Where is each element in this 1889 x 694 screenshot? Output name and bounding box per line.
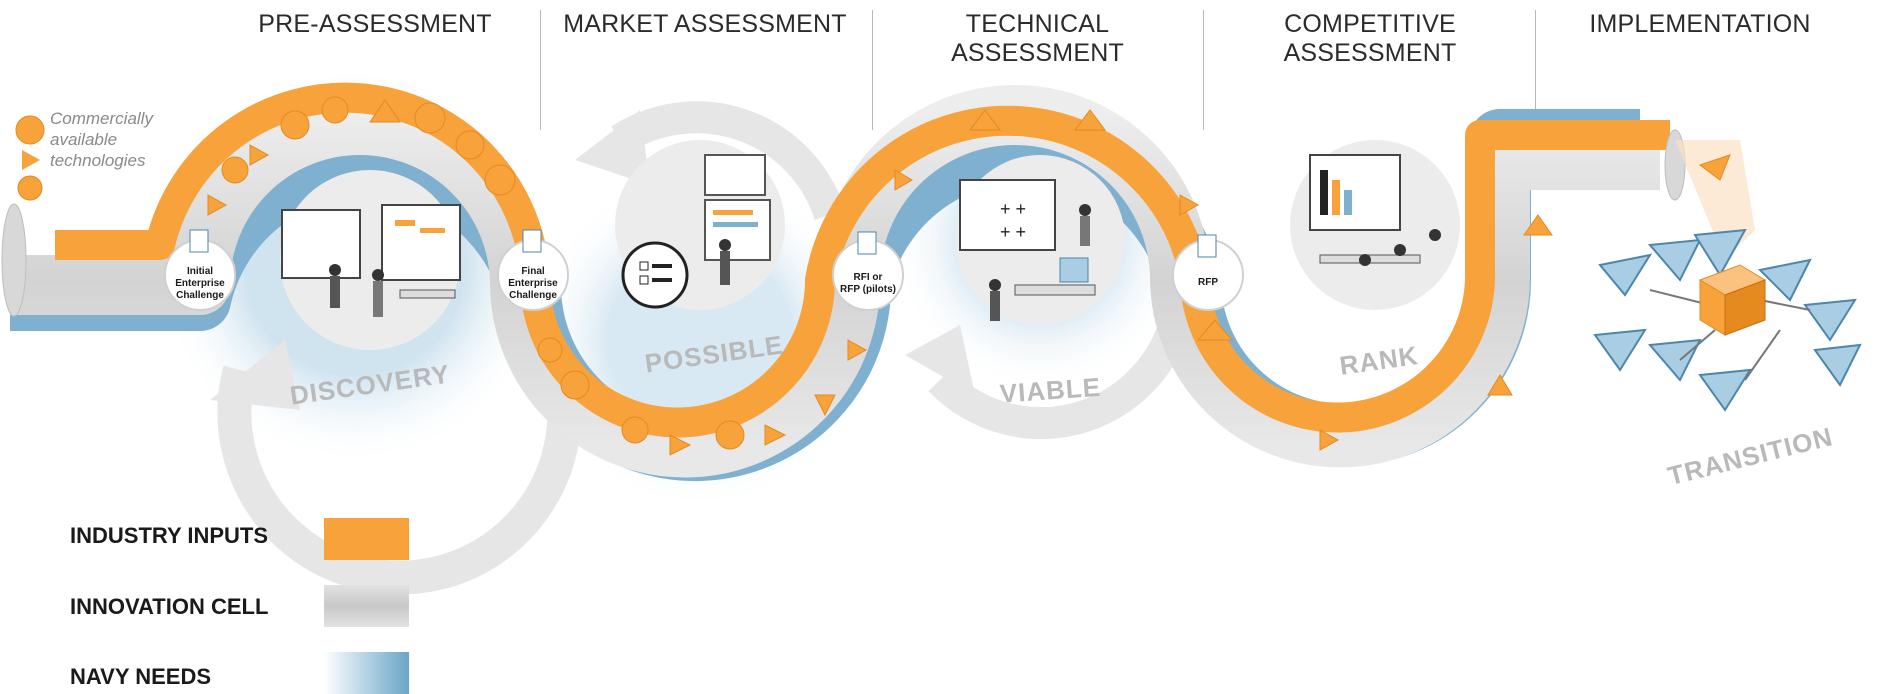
phase-header-market-assessment: MARKET ASSESSMENT [563,10,847,38]
node-label-line: RFP (pilots) [840,284,896,295]
phase-header-technical-assessment: TECHNICAL ASSESSMENT [951,10,1124,67]
loop-arrowhead [210,340,300,410]
node-final-enterprise-challenge: Final Enterprise Challenge [497,229,569,311]
commercial-note-line: technologies [50,151,146,170]
node-rfp: RFP [1172,234,1244,311]
node-label-line: Initial [187,266,213,277]
node-label-line: Final [521,266,545,277]
phase-divider [1535,10,1536,130]
stage-label-rank: RANK [1338,340,1421,381]
commercial-note-line: Commercially [50,109,153,128]
pipe-end-left [1,203,27,317]
commercial-note: Commercially available technologies [50,108,153,171]
node-label-line: Enterprise [508,278,558,289]
node-label-line: RFP [1198,277,1218,288]
rank-scene-icon [1309,154,1441,266]
commercial-triangle-icon [22,150,40,170]
node-label-line: Enterprise [175,278,225,289]
stage-label-transition: TRANSITION [1665,421,1836,491]
phase-divider [1203,10,1204,130]
svg-text:+ +: + + [1000,222,1026,242]
loop-arrowhead [905,325,975,395]
node-label-line: Challenge [176,290,224,301]
transition-network-icon [1593,228,1862,412]
transition-cube-icon [1698,264,1767,336]
node-label-line: Challenge [509,290,557,301]
node-label-line: RFI or [854,272,883,283]
legend-swatch-industry-inputs [324,518,409,560]
phase-divider [540,10,541,130]
stage-label-viable: VIABLE [999,372,1102,409]
phase-divider [872,10,873,130]
discovery-scene-icon [281,204,461,317]
commercial-token-icon [17,175,43,201]
phase-header-pre-assessment: PRE-ASSESSMENT [258,10,492,38]
node-initial-enterprise-challenge: Initial Enterprise Challenge [164,229,236,311]
legend-swatch-innovation-cell [324,585,409,627]
loop-arrow-possible [611,101,846,221]
phase-header-implementation: IMPLEMENTATION [1589,10,1811,38]
commercial-token-icon [15,115,45,145]
legend-label-industry-inputs: INDUSTRY INPUTS [70,523,269,548]
viable-scene-icon: + + + + [959,179,1096,321]
phase-header-competitive-assessment: COMPETITIVE ASSESSMENT [1283,10,1457,67]
node-rfi-or-rfp-pilots: RFI or RFP (pilots) [832,231,904,311]
technology-tokens [207,96,1731,456]
legend-swatch-navy-needs [324,652,409,694]
commercial-note-line: available [50,130,118,149]
legend-label-innovation-cell: INNOVATION CELL [70,594,269,619]
possible-scene-icon [621,154,771,309]
legend-label-navy-needs: NAVY NEEDS [70,664,212,689]
loop-arrowhead [575,110,650,185]
svg-text:+ +: + + [1000,199,1026,219]
